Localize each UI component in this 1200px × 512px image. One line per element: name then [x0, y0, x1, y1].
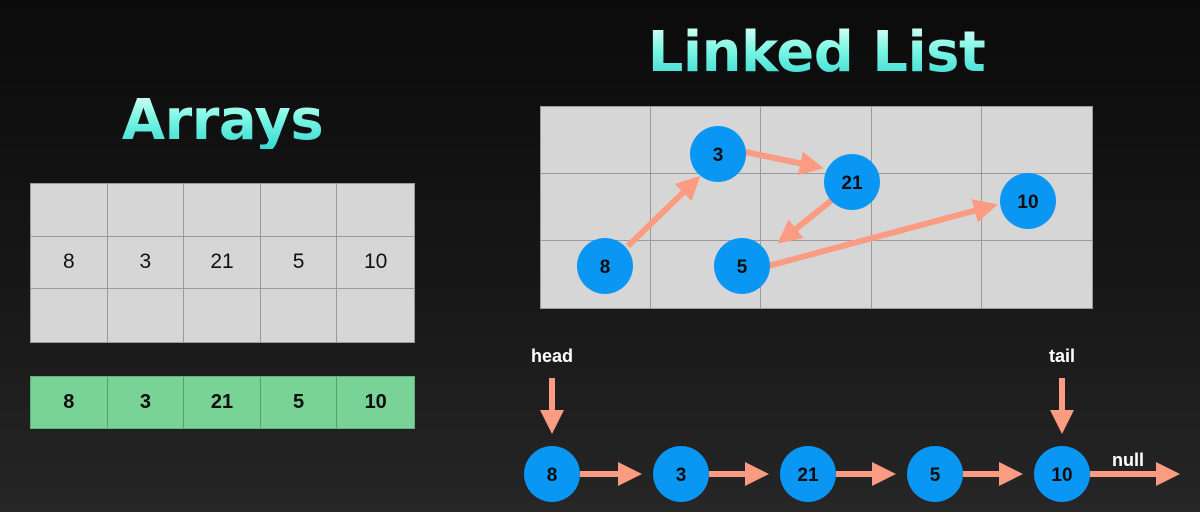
chain-node: 21 [780, 446, 836, 502]
array-memory-cell: 8 [31, 236, 108, 290]
array-strip: 8 3 21 5 10 [30, 376, 415, 429]
chain-node: 5 [907, 446, 963, 502]
linked-list-title: Linked List [540, 25, 1093, 81]
node-value: 8 [600, 257, 611, 278]
array-memory-cell: 21 [184, 236, 261, 290]
pointer-arrow-5-to-10 [767, 199, 998, 269]
node-value: 3 [676, 465, 687, 486]
array-strip-cell: 21 [184, 377, 261, 428]
scattered-arrows [625, 149, 998, 269]
array-memory-cell-empty [107, 184, 185, 237]
memory-cell [981, 107, 1092, 174]
array-memory-cell: 5 [260, 236, 338, 290]
array-memory-grid: 8 3 21 5 10 [30, 183, 415, 343]
array-strip-cell: 3 [108, 377, 185, 428]
memory-cell [871, 107, 982, 174]
pointer-arrow-3-to-21 [744, 149, 824, 176]
node-value: 5 [930, 465, 941, 486]
memory-cell [651, 174, 762, 241]
array-memory-cell-empty [108, 289, 185, 342]
node-value: 21 [841, 173, 863, 194]
chain-node: 10 [1034, 446, 1090, 502]
array-memory-cell-empty [31, 184, 108, 237]
arrays-title: Arrays [30, 93, 415, 149]
array-memory-cell: 10 [337, 237, 414, 290]
array-memory-cell-empty [337, 184, 414, 237]
pointer-arrow-8-to-3 [625, 175, 701, 249]
scattered-node: 3 [690, 126, 746, 182]
array-memory-cell-empty [184, 289, 261, 342]
node-value: 10 [1017, 192, 1038, 213]
node-value: 5 [737, 257, 748, 278]
memory-cell [872, 241, 982, 308]
pointer-arrow-21-to-5 [777, 197, 834, 244]
array-strip-cell: 5 [261, 377, 338, 428]
array-strip-cell: 10 [364, 391, 387, 413]
scattered-node: 10 [1000, 173, 1056, 229]
array-memory-cell-empty [31, 289, 108, 342]
array-memory-cell-empty [260, 184, 338, 237]
scattered-node: 21 [824, 154, 880, 210]
node-value: 3 [713, 145, 724, 166]
memory-cell [541, 107, 652, 174]
null-label: null [1112, 450, 1144, 470]
scattered-node: 8 [577, 238, 633, 294]
chain-node: 3 [653, 446, 709, 502]
array-memory-cell-empty [261, 289, 338, 342]
node-value: 21 [797, 465, 819, 486]
memory-cell [761, 174, 872, 241]
array-memory-cell: 3 [107, 236, 185, 290]
chain-node: 8 [524, 446, 580, 502]
head-label: head [531, 346, 573, 366]
array-memory-cell-empty [184, 184, 261, 237]
memory-cell [541, 241, 652, 308]
array-strip-cell: 8 [31, 377, 108, 428]
scattered-node: 5 [714, 238, 770, 294]
memory-cell [761, 241, 872, 308]
tail-label: tail [1049, 346, 1075, 366]
memory-cell [981, 174, 1092, 241]
node-value: 8 [547, 465, 558, 486]
node-value: 10 [1051, 465, 1072, 486]
